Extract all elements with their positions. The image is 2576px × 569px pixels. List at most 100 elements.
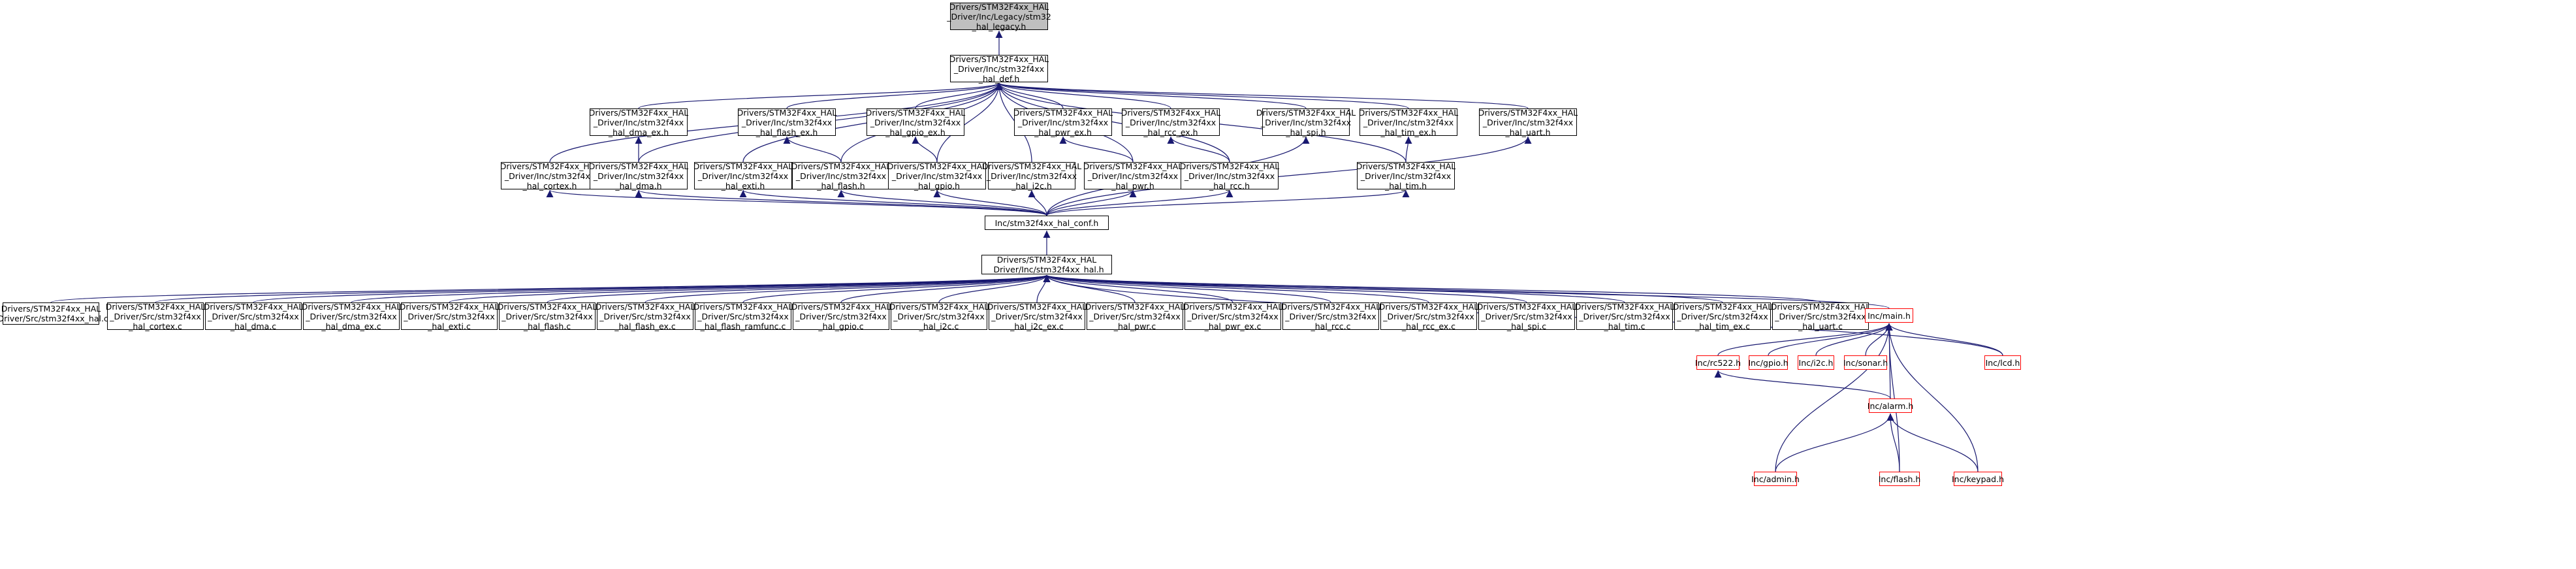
node-flash-inc[interactable]: Inc/flash.h [1879, 472, 1920, 486]
node-label-line: Inc/sonar.h [1843, 357, 1888, 368]
node-spi-h[interactable]: Drivers/STM32F4xx_HAL_Driver/Inc/stm32f4… [1256, 108, 1356, 137]
node-label-line: Drivers/STM32F4xx_HAL [889, 301, 989, 312]
edge-rcc_c-to-hal [1043, 274, 1331, 303]
node-uart-h[interactable]: Drivers/STM32F4xx_HAL_Driver/Inc/stm32f4… [1478, 108, 1578, 137]
node-label-line: Inc/alarm.h [1867, 400, 1914, 411]
node-flash-c[interactable]: Drivers/STM32F4xx_HAL_Driver/Src/stm32f4… [498, 302, 597, 331]
node-flash-ex-h[interactable]: Drivers/STM32F4xx_HAL_Driver/Inc/stm32f4… [737, 107, 837, 137]
node-label-line: _Driver/Src/stm32f4xx [1383, 311, 1474, 321]
node-label-line: Drivers/STM32F4xx_HAL [693, 161, 793, 171]
node-rcc-ex-h[interactable]: Drivers/STM32F4xx_HAL_Driver/Inc/stm32f4… [1121, 107, 1221, 137]
edge-exti_c-to-hal [449, 274, 1050, 303]
node-dma-h[interactable]: Drivers/STM32F4xx_HAL_Driver/Inc/stm32f4… [589, 161, 689, 191]
node-dma-ex-h[interactable]: Drivers/STM32F4xx_HAL_Driver/Inc/stm32f4… [588, 107, 689, 137]
node-label-line: _Driver/Src/stm32f4xx [1285, 311, 1376, 321]
node-def[interactable]: Drivers/STM32F4xx_HAL_Driver/Inc/stm32f4… [949, 54, 1049, 84]
node-lcd-h[interactable]: Inc/lcd.h [1984, 355, 2021, 370]
node-rcc-ex-c[interactable]: Drivers/STM32F4xx_HAL_Driver/Src/stm32f4… [1378, 301, 1479, 331]
node-legacy[interactable]: Drivers/STM32F4xx_HAL_Driver/Inc/Legacy/… [947, 2, 1051, 31]
node-label-line: _hal_spi.h [1286, 127, 1326, 137]
node-label-line: _Driver/Src/stm32f4xx [306, 311, 397, 321]
node-label-line: Inc/admin.h [1751, 474, 1800, 484]
edge-rcc_h-to-rcc_ex_h [1167, 136, 1230, 163]
node-dma-c[interactable]: Drivers/STM32F4xx_HAL_Driver/Src/stm32f4… [204, 302, 304, 331]
node-label-line: _Driver/Src/stm32f4xx [208, 311, 299, 321]
node-flash-ex-c[interactable]: Drivers/STM32F4xx_HAL_Driver/Src/stm32f4… [596, 302, 695, 331]
node-label-line: Drivers/STM32F4xx_HAL [737, 107, 837, 118]
node-label-line: _hal_flash_ex.c [614, 321, 676, 331]
node-flash-ramfunc-c[interactable]: Drivers/STM32F4xx_HAL_Driver/Src/stm32f4… [693, 302, 793, 331]
node-pwr-h[interactable]: Drivers/STM32F4xx_HAL_Driver/Inc/stm32f4… [1083, 161, 1183, 191]
node-label-line: Drivers/STM32F4xx_HAL [1121, 107, 1221, 118]
node-label-line: _Driver/Src/stm32f4xx [404, 311, 495, 321]
node-tim-ex-c[interactable]: Drivers/STM32F4xx_HAL_Driver/Src/stm32f4… [1673, 302, 1773, 331]
node-pwr-c[interactable]: Drivers/STM32F4xx_HAL_Driver/Src/stm32f4… [1085, 301, 1185, 331]
node-label-line: Drivers/STM32F4xx_HAL [981, 161, 1082, 171]
edge-conf-to-tim_h [1046, 189, 1410, 216]
node-label-line: _Driver/Src/stm32f4xx [501, 311, 593, 321]
node-label-line: _Driver/Inc/stm32f4xx [1260, 117, 1352, 127]
edge-gpio_c-to-hal [840, 274, 1051, 303]
edge-flash_inc-to-main_h [1885, 323, 1900, 472]
node-i2c-c[interactable]: Drivers/STM32F4xx_HAL_Driver/Src/stm32f4… [889, 301, 989, 331]
node-alarm-h[interactable]: Inc/alarm.h [1867, 398, 1914, 413]
node-cortex-c[interactable]: Drivers/STM32F4xx_HAL_Driver/Src/stm32f4… [106, 302, 206, 331]
node-gpio-h[interactable]: Drivers/STM32F4xx_HAL_Driver/Inc/stm32f4… [887, 161, 987, 191]
node-admin-h[interactable]: Inc/admin.h [1751, 472, 1800, 486]
node-label-line: Drivers/STM32F4xx_HAL [1770, 301, 1871, 312]
node-label-line: Drivers/STM32F4xx_HAL [1476, 301, 1577, 312]
node-flash-h[interactable]: Drivers/STM32F4xx_HAL_Driver/Inc/stm32f4… [791, 161, 891, 191]
node-rcc-h[interactable]: Drivers/STM32F4xx_HAL_Driver/Inc/stm32f4… [1179, 161, 1280, 191]
node-label-line: Drivers/STM32F4xx_HAL [865, 107, 966, 118]
node-hal-c[interactable]: Drivers/STM32F4xx_HAL_Driver/Src/stm32f4… [0, 302, 108, 325]
node-exti-h[interactable]: Drivers/STM32F4xx_HAL_Driver/Inc/stm32f4… [693, 161, 793, 191]
edge-rcc_h-to-def [995, 82, 1230, 163]
node-label-line: _Driver/Inc/Legacy/stm32 [947, 11, 1051, 22]
node-i2c-ex-c[interactable]: Drivers/STM32F4xx_HAL_Driver/Src/stm32f4… [987, 302, 1087, 331]
node-rcc-c[interactable]: Drivers/STM32F4xx_HAL_Driver/Src/stm32f4… [1281, 302, 1381, 331]
node-label-line: Drivers/STM32F4xx_HAL [1356, 161, 1456, 171]
node-label-line: Drivers/STM32F4xx_HAL [588, 107, 689, 118]
node-label-line: Drivers/STM32F4xx_HAL [1085, 301, 1185, 312]
node-gpio-ex-h[interactable]: Drivers/STM32F4xx_HAL_Driver/Inc/stm32f4… [865, 107, 966, 137]
node-i2c-inc[interactable]: Inc/i2c.h [1798, 355, 1834, 370]
node-label-line: _hal_dma_ex.h [608, 127, 669, 137]
node-label-line: _hal_cortex.c [129, 321, 182, 331]
edge-gpio_h-to-def [936, 82, 1003, 163]
node-pwr-ex-c[interactable]: Drivers/STM32F4xx_HAL_Driver/Src/stm32f4… [1183, 301, 1283, 331]
node-gpio-c[interactable]: Drivers/STM32F4xx_HAL_Driver/Src/stm32f4… [791, 302, 891, 331]
edge-keypad_h-to-main_h [1885, 323, 1979, 472]
edge-conf-to-cortex_h [546, 189, 1047, 216]
node-uart-c[interactable]: Drivers/STM32F4xx_HAL_Driver/Src/stm32f4… [1770, 301, 1871, 331]
node-hal[interactable]: Drivers/STM32F4xx_HAL_Driver/Inc/stm32f4… [981, 255, 1112, 274]
node-label-line: Drivers/STM32F4xx_HAL [1378, 301, 1479, 312]
node-label-line: Drivers/STM32F4xx_HAL [1179, 161, 1280, 171]
node-dma-ex-c[interactable]: Drivers/STM32F4xx_HAL_Driver/Src/stm32f4… [302, 302, 402, 331]
node-pwr-ex-h[interactable]: Drivers/STM32F4xx_HAL_Driver/Inc/stm32f4… [1013, 108, 1113, 137]
node-label-line: Drivers/STM32F4xx_HAL [1183, 301, 1283, 312]
node-tim-ex-h[interactable]: Drivers/STM32F4xx_HAL_Driver/Inc/stm32f4… [1359, 108, 1459, 137]
node-rc522-h[interactable]: Inc/rc522.h [1695, 355, 1741, 370]
node-sonar-h[interactable]: Inc/sonar.h [1843, 355, 1888, 370]
node-label-line: _hal_i2c.h [1011, 180, 1052, 191]
node-label-line: _Driver/Inc/stm32f4xx [891, 171, 983, 181]
node-keypad-h[interactable]: Inc/keypad.h [1952, 472, 2004, 486]
node-spi-c[interactable]: Drivers/STM32F4xx_HAL_Driver/Src/stm32f4… [1476, 301, 1577, 331]
node-tim-c[interactable]: Drivers/STM32F4xx_HAL_Driver/Src/stm32f4… [1575, 302, 1675, 331]
node-label-line: _hal_flash.c [523, 321, 571, 331]
edge-dma_c-to-hal [253, 274, 1050, 303]
node-label-line: _Driver/Inc/stm32f4xx [1363, 117, 1454, 127]
node-i2c-h[interactable]: Drivers/STM32F4xx_HAL_Driver/Inc/stm32f4… [982, 161, 1082, 191]
node-label-line: _hal_tim.h [1384, 180, 1427, 191]
node-label-line: _Driver/Src/stm32f4xx [110, 311, 201, 321]
node-gpio-inc[interactable]: Inc/gpio.h [1748, 355, 1789, 370]
node-exti-c[interactable]: Drivers/STM32F4xx_HAL_Driver/Src/stm32f4… [400, 302, 500, 331]
node-label-line: Inc/flash.h [1878, 474, 1921, 484]
edge-tim_h-to-tim_ex_h [1405, 136, 1412, 163]
node-tim-h[interactable]: Drivers/STM32F4xx_HAL_Driver/Inc/stm32f4… [1356, 161, 1456, 191]
node-main-h[interactable]: Inc/main.h [1865, 308, 1913, 323]
node-label-line: _hal_gpio.h [914, 180, 961, 191]
node-cortex-h[interactable]: Drivers/STM32F4xx_HAL_Driver/Inc/stm32f4… [500, 161, 600, 191]
node-conf[interactable]: Inc/stm32f4xx_hal_conf.h [985, 216, 1109, 230]
